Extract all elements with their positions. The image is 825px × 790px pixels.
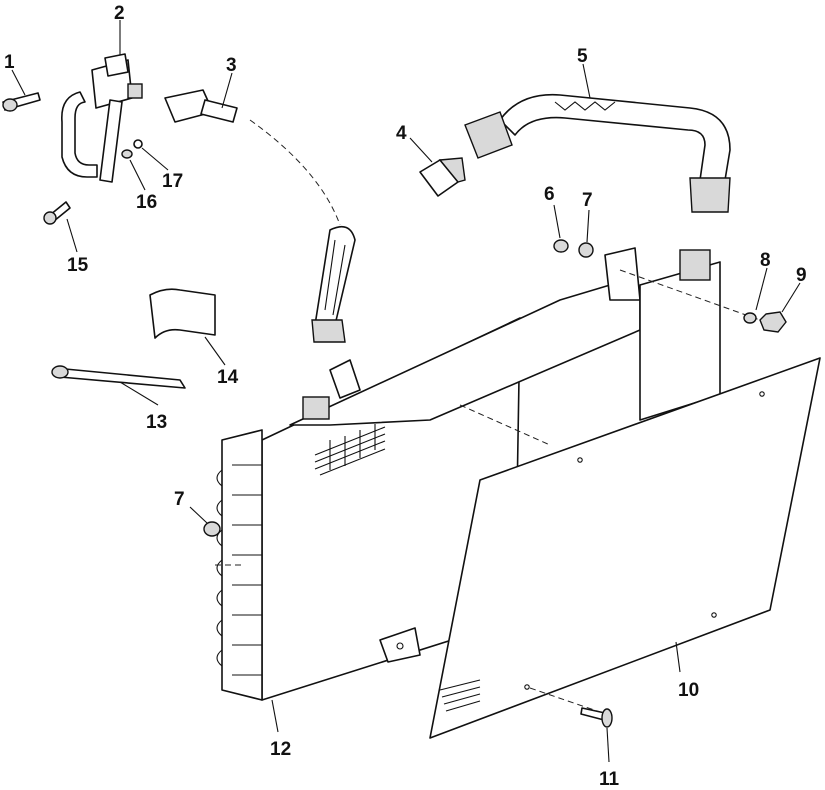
oil-cooler-body (216, 247, 721, 701)
bolt-1 (2, 92, 41, 112)
cover-plate-label-decal (439, 679, 481, 712)
clamp-14 (149, 288, 216, 339)
screw-11 (580, 707, 613, 728)
washer-7-left (203, 521, 221, 537)
grommet-6 (553, 239, 569, 253)
hose-assembly-3 (164, 89, 356, 343)
callout-10: 10 (678, 680, 699, 701)
callout-5: 5 (577, 46, 588, 67)
callout-1: 1 (4, 52, 15, 73)
elbow-fitting-4 (419, 157, 466, 197)
o-ring-16 (121, 149, 133, 159)
o-ring-17 (133, 139, 143, 149)
callout-labels: 1 2 3 4 5 6 7 8 9 10 11 12 13 14 15 16 1… (4, 3, 807, 790)
callout-13: 13 (146, 412, 167, 433)
leader-lines (11, 20, 801, 763)
cable-tie-13 (51, 365, 186, 389)
washer-8 (743, 312, 757, 324)
callout-16: 16 (136, 192, 157, 213)
callout-4: 4 (396, 123, 407, 144)
nut-9 (759, 311, 787, 333)
washer-7-right (578, 242, 594, 258)
alignment-lines (215, 119, 761, 713)
callout-12: 12 (270, 739, 291, 760)
bolt-15 (43, 201, 71, 225)
callout-9: 9 (796, 265, 807, 286)
callout-6: 6 (544, 184, 555, 205)
callout-8: 8 (760, 250, 771, 271)
callout-15: 15 (67, 255, 89, 276)
pipe-bracket-2 (61, 53, 143, 183)
callout-14: 14 (217, 367, 239, 388)
callout-17: 17 (162, 171, 183, 192)
cover-plate (429, 357, 821, 739)
callout-3: 3 (226, 55, 237, 76)
callout-7-right: 7 (582, 190, 593, 211)
callout-7-left: 7 (174, 489, 185, 510)
callout-11: 11 (599, 769, 620, 790)
hose-assembly-5 (464, 93, 731, 213)
callout-2: 2 (114, 3, 125, 24)
